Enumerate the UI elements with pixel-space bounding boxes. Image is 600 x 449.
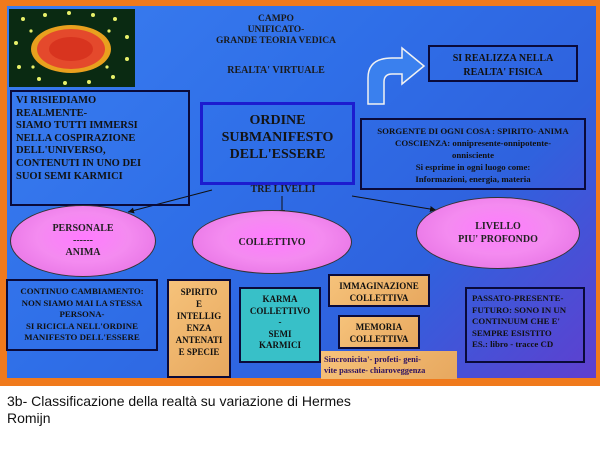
sun-image <box>9 9 135 87</box>
arrow-to-personal <box>127 189 213 214</box>
time-continuum-box: PASSATO-PRESENTE- FUTURO: SONO IN UN CON… <box>465 287 585 363</box>
source-box: SORGENTE DI OGNI COSA : SPIRITO- ANIMA C… <box>360 118 586 190</box>
spirit-box: SPIRITO E INTELLIG ENZA ANTENATI E SPECI… <box>167 279 231 378</box>
karma-box: KARMA COLLETTIVO - SEMI KARMICI <box>239 287 321 363</box>
curved-arrow-icon <box>367 46 426 105</box>
arrow-to-deep <box>351 195 437 212</box>
collective-ellipse: COLLETTIVO <box>192 210 352 274</box>
physical-reality-box: SI REALIZZA NELLA REALTA' FISICA <box>428 45 578 82</box>
imagination-box: IMMAGINAZIONE COLLETTIVA <box>328 274 430 307</box>
change-box: CONTINUO CAMBIAMENTO: NON SIAMO MAI LA S… <box>6 279 158 351</box>
immersion-box: VI RISIEDIAMO REALMENTE- SIAMO TUTTI IMM… <box>10 90 190 206</box>
memory-box: MEMORIA COLLETTIVA <box>338 315 420 349</box>
deep-level-ellipse: LIVELLO PIU' PROFONDO <box>416 197 580 269</box>
virtual-reality-label: REALTA' VIRTUALE <box>227 65 325 76</box>
personal-ellipse: PERSONALE ------ ANIMA <box>10 205 156 277</box>
synchronicity-box: Sincronicita'- profeti- geni- vite passa… <box>321 351 457 379</box>
title: CAMPO UNIFICATO- GRANDE TEORIA VEDICA <box>215 14 336 46</box>
connector-lines <box>127 46 437 216</box>
three-levels-label: TRE LIVELLI <box>250 184 316 195</box>
figure-caption: 3b- Classificazione della realtà su vari… <box>7 393 351 426</box>
submanifest-order-box: ORDINE SUBMANIFESTO DELL'ESSERE <box>200 102 355 185</box>
